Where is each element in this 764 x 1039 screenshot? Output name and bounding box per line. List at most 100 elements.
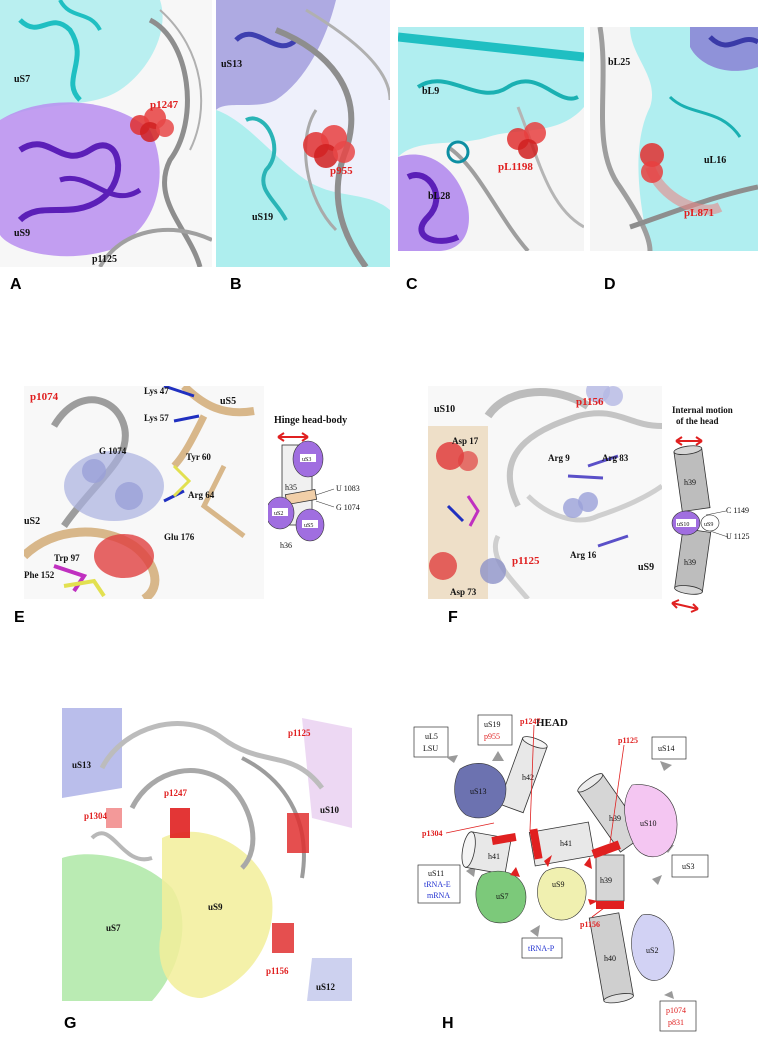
label-uS10: uS10 (434, 404, 455, 415)
label-g1074: G 1074 (99, 446, 127, 456)
label-uS13: uS13 (72, 760, 92, 770)
motion-us9: uS9 (704, 522, 713, 528)
panel-letter-b: B (230, 276, 242, 293)
panel-letter-d: D (604, 276, 616, 293)
label-p1125: p1125 (512, 555, 540, 567)
motion-h39-bottom: h39 (684, 558, 696, 567)
panel-letter-c: C (406, 276, 418, 293)
box-trna-p-label: tRNA-P (528, 944, 555, 953)
box-us14 (651, 736, 687, 760)
box-us11-line3: mRNA (427, 891, 450, 900)
hinge-title: Hinge head-body (274, 415, 347, 426)
panel-g-image: uS13 p1247 p1125 p1304 uS10 uS9 uS7 p115… (62, 708, 352, 1001)
panel-letter-f: F (448, 609, 458, 626)
label-lys47: Lys 47 (144, 386, 169, 396)
label-glu176: Glu 176 (164, 532, 195, 542)
protein-uS7: uS7 (496, 892, 508, 901)
helix-h39-top: h39 (609, 814, 621, 823)
helix-h42: h42 (522, 773, 534, 782)
helix-h39-mid: h39 (600, 876, 612, 885)
box-trna-p (521, 937, 563, 959)
label-p1074: p1074 (30, 391, 59, 403)
panel-a-image: uS7 p1247 uS9 p1125 (0, 0, 212, 267)
label-phe152: Phe 152 (24, 570, 55, 580)
panel-f-image: uS10 p1156 Asp 17 Arg 9 Arg 83 p1125 Arg… (428, 386, 662, 599)
hinge-h36: h36 (280, 541, 292, 550)
label-uS13: uS13 (221, 59, 242, 70)
label-p1247: p1247 (164, 788, 188, 798)
label-uS7: uS7 (106, 923, 121, 933)
box-ul5-line1: uL5 (425, 732, 438, 741)
box-us19 (477, 714, 513, 746)
label-bL28: bL28 (428, 191, 450, 202)
label-p955: p955 (330, 165, 353, 177)
internal-motion-schematic: Internal motion of the head h39 h39 uS10… (666, 405, 764, 615)
protein-uS13: uS13 (470, 787, 486, 796)
pointer-p1304: p1304 (422, 829, 442, 838)
label-tyr60: Tyr 60 (186, 452, 211, 462)
label-uS19: uS19 (252, 212, 273, 223)
label-uL16: uL16 (704, 155, 726, 166)
label-uS10: uS10 (320, 805, 340, 815)
box-us14-label: uS14 (658, 744, 674, 753)
helix-h40: h40 (604, 954, 616, 963)
hinge-h35: h35 (285, 483, 297, 492)
motion-title-2: of the head (676, 416, 719, 426)
label-pL871: pL871 (684, 207, 714, 219)
label-lys57: Lys 57 (144, 413, 169, 423)
motion-h39-top: h39 (684, 478, 696, 487)
box-p1074 (659, 1000, 697, 1032)
label-arg16: Arg 16 (570, 550, 597, 560)
motion-us10: uS10 (677, 522, 689, 528)
box-us3-label: uS3 (682, 862, 694, 871)
pointer-p1156: p1156 (580, 920, 600, 929)
label-trp97: Trp 97 (54, 553, 80, 563)
panel-e-image: p1074 uS5 Lys 47 Lys 57 G 1074 Tyr 60 Ar… (24, 386, 264, 599)
label-pL1198: pL1198 (498, 161, 533, 173)
label-p1156: p1156 (576, 396, 604, 408)
panel-c-image: bL9 pL1198 bL28 (398, 27, 584, 251)
label-bL9: bL9 (422, 86, 439, 97)
box-ul5 (413, 726, 449, 758)
pointer-p1247: p1247 (520, 717, 540, 726)
label-arg64: Arg 64 (188, 490, 215, 500)
label-uS12: uS12 (316, 982, 336, 992)
panel-letter-e: E (14, 609, 25, 626)
label-uS2: uS2 (24, 516, 40, 527)
panel-letter-h: H (442, 1015, 454, 1032)
helix-h41-right: h41 (560, 839, 572, 848)
label-p1125: p1125 (92, 254, 117, 265)
label-bL25: bL25 (608, 57, 630, 68)
hinge-schematic: Hinge head-body uS3 uS2 uS5 h35 h36 U 10… (268, 415, 418, 565)
box-us11-line2: tRNA-E (424, 880, 451, 889)
box-us19-line2: p955 (484, 732, 500, 741)
label-uS9: uS9 (208, 902, 223, 912)
hinge-us3: uS3 (302, 457, 311, 463)
label-arg83: Arg 83 (602, 453, 629, 463)
label-asp73: Asp 73 (450, 587, 477, 597)
hinge-us5: uS5 (304, 523, 313, 529)
box-us11 (417, 864, 461, 904)
panel-d-image: bL25 uL16 pL871 (590, 27, 758, 251)
label-asp17: Asp 17 (452, 436, 479, 446)
panel-b-image: uS13 p955 uS19 (216, 0, 390, 267)
protein-uS10: uS10 (640, 819, 656, 828)
box-p1074-line2: p831 (668, 1018, 684, 1027)
label-p1125: p1125 (288, 728, 311, 738)
label-p1156: p1156 (266, 966, 289, 976)
panel-letter-g: G (64, 1015, 77, 1032)
head-title: HEAD (536, 717, 568, 729)
label-uS5: uS5 (220, 396, 236, 407)
label-uS9: uS9 (14, 228, 30, 239)
box-us11-line1: uS11 (428, 869, 444, 878)
motion-c1149: C 1149 (726, 506, 749, 515)
protein-uS2: uS2 (646, 946, 658, 955)
pointer-p1125: p1125 (618, 736, 638, 745)
box-us19-line1: uS19 (484, 720, 500, 729)
box-p1074-line1: p1074 (666, 1006, 686, 1015)
label-uS9: uS9 (638, 562, 654, 573)
box-us3 (671, 854, 709, 878)
box-ul5-line2: LSU (423, 744, 438, 753)
hinge-us2: uS2 (274, 511, 283, 517)
panel-h-diagram: HEAD uL5 LSU uS19 p955 uS14 uS3 uS11 tRN… (402, 705, 764, 1035)
